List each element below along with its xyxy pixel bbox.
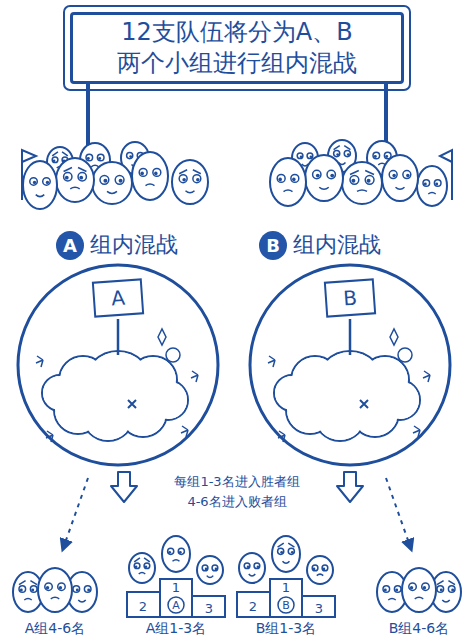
crowd xyxy=(270,140,447,206)
rank-number: 3 xyxy=(205,602,213,615)
creature xyxy=(382,155,418,201)
creature xyxy=(38,568,72,612)
group-badge: B xyxy=(259,231,287,260)
rank-number: 2 xyxy=(139,600,147,613)
crowd xyxy=(23,142,208,209)
group-caption: B组1-3名 xyxy=(241,620,331,638)
group-flag: B xyxy=(324,278,376,317)
arena-circle xyxy=(250,265,450,465)
creature xyxy=(129,553,155,583)
group-letter: B xyxy=(282,600,290,611)
dashed-arrow xyxy=(64,478,88,546)
creature xyxy=(305,155,343,201)
group-caption: A组1-3名 xyxy=(131,620,221,638)
creature xyxy=(172,160,208,204)
rank-number: 3 xyxy=(315,602,323,615)
creature xyxy=(402,568,436,612)
loser-group xyxy=(13,568,97,612)
creature xyxy=(132,152,168,200)
title-text: 12支队伍将分为A、B两个小组进行组内混战 xyxy=(117,17,357,79)
winner-group xyxy=(129,536,223,584)
rank-number: 1 xyxy=(172,581,180,594)
group-letter: B xyxy=(342,286,357,311)
loser-group xyxy=(377,568,461,612)
creature xyxy=(56,158,94,202)
dashed-arrow xyxy=(386,478,410,546)
creature xyxy=(162,536,190,572)
rule-note: 每组1-3名进入胜者组4-6名进入败者组 xyxy=(108,468,366,515)
title-sign: 12支队伍将分为A、B两个小组进行组内混战 xyxy=(70,12,404,84)
group-flag: A xyxy=(92,278,144,317)
creature xyxy=(342,162,382,204)
podium: 2 B 1 3 xyxy=(236,578,336,618)
group-letter: A xyxy=(172,600,180,611)
sign-post xyxy=(86,84,90,150)
rank-number: 1 xyxy=(282,581,290,594)
arena-circle xyxy=(18,265,218,465)
rank-number: 2 xyxy=(249,600,257,613)
group-letter: B xyxy=(266,235,280,256)
group-letter: A xyxy=(63,235,77,256)
creature xyxy=(270,158,306,206)
sign-frame xyxy=(64,6,410,90)
winner-group xyxy=(239,536,333,584)
group-badge: A xyxy=(56,231,84,260)
group-caption: B组4-6名 xyxy=(374,620,464,638)
creature xyxy=(272,536,300,572)
creature xyxy=(92,162,132,204)
drawing xyxy=(13,6,461,612)
group-caption: A组4-6名 xyxy=(10,620,100,638)
sign-post xyxy=(384,84,388,150)
creature xyxy=(417,166,447,206)
section-heading: 组内混战 xyxy=(90,230,190,260)
group-letter: A xyxy=(110,286,125,311)
note-text: 每组1-3名进入胜者组4-6名进入败者组 xyxy=(174,472,299,511)
creature xyxy=(307,556,333,584)
podium: 2 A 1 3 xyxy=(126,578,226,618)
creature xyxy=(197,556,223,584)
creature xyxy=(23,161,57,209)
section-heading: 组内混战 xyxy=(293,230,393,260)
creature xyxy=(239,553,265,583)
